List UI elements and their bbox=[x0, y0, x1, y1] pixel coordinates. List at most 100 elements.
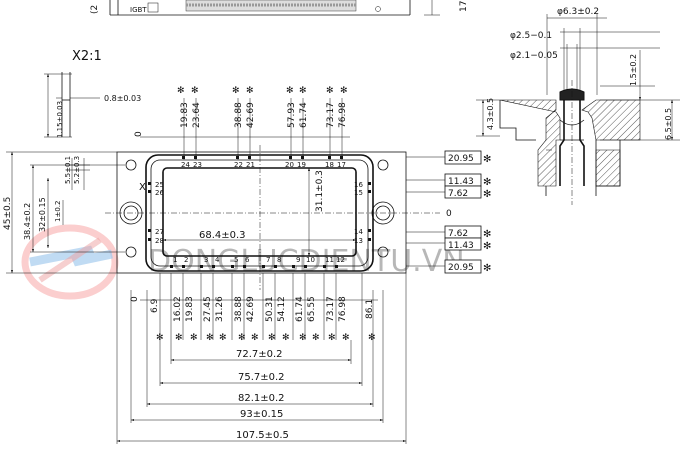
pin-5: 5 bbox=[234, 256, 238, 264]
pin-15: 15 bbox=[354, 189, 363, 197]
top-partial-view: (2 IGBT 17 bbox=[90, 0, 469, 16]
pin-2: 2 bbox=[184, 256, 188, 264]
right-dim-box-5 bbox=[444, 237, 482, 251]
svg-text:✻: ✻ bbox=[326, 86, 334, 96]
pin-28: 28 bbox=[155, 237, 164, 245]
module-outline bbox=[105, 145, 440, 290]
right-dim-box-6 bbox=[444, 259, 482, 274]
pin-17: 17 bbox=[337, 161, 346, 169]
housing-section-right bbox=[581, 99, 641, 141]
bottom-dim-27-45: 27.45 bbox=[203, 296, 213, 322]
pin-h-total: 6.5±0.5 bbox=[664, 108, 673, 140]
top-dim-38-88: 38.88 bbox=[234, 102, 244, 128]
bottom-dim-54-12: 54.12 bbox=[277, 296, 287, 322]
svg-text:✻: ✻ bbox=[483, 177, 491, 188]
pin-26: 26 bbox=[155, 189, 164, 197]
ul-mark-icon bbox=[147, 2, 159, 13]
left-dims: 45±0.5 38.4±0.2 32±0.15 1±0.2 5.5±0.1 5.… bbox=[3, 151, 125, 274]
pin-x-mark: X bbox=[139, 182, 146, 193]
top-dim-61-74: 61.74 bbox=[299, 102, 309, 128]
bottom-dim-42-69: 42.69 bbox=[246, 296, 256, 322]
top-dim-pair-1: 19.83 23.64 ✻ ✻ bbox=[177, 86, 202, 128]
right-dim-20-95-bottom: 20.95 bbox=[448, 263, 474, 273]
top-pin-row: 24 23 22 21 20 19 18 17 bbox=[181, 156, 346, 169]
cover-window bbox=[162, 167, 357, 257]
pin-22: 22 bbox=[234, 161, 243, 169]
pin-11: 11 bbox=[325, 256, 334, 264]
marking-text-band bbox=[185, 0, 357, 12]
right-dim-box-1 bbox=[444, 150, 482, 165]
svg-text:✻: ✻ bbox=[340, 86, 348, 96]
bottom-dim-19-83: 19.83 bbox=[185, 296, 195, 322]
top-dim-19-83: 19.83 bbox=[180, 102, 190, 128]
center-height: 31.1±0.3 bbox=[315, 170, 325, 212]
svg-text:✻: ✻ bbox=[312, 333, 320, 343]
svg-text:✻: ✻ bbox=[328, 333, 336, 343]
left-d2: 32±0.15 bbox=[38, 197, 47, 232]
right-dim-zero: 0 bbox=[446, 209, 452, 219]
pin-27: 27 bbox=[155, 228, 164, 236]
svg-text:✻: ✻ bbox=[483, 263, 491, 274]
svg-text:✻: ✻ bbox=[483, 241, 491, 252]
zero-top: 0 bbox=[134, 131, 144, 137]
svg-text:✻: ✻ bbox=[238, 333, 246, 343]
pin-8: 8 bbox=[277, 256, 281, 264]
svg-text:✻: ✻ bbox=[246, 86, 254, 96]
top-dimension-group: 19.83 23.64 ✻ ✻ 38.88 42.69 ✻ ✻ 57.93 61… bbox=[134, 86, 350, 160]
svg-text:✻: ✻ bbox=[251, 333, 259, 343]
housing-section-base bbox=[595, 149, 621, 187]
pin-14: 14 bbox=[354, 228, 363, 236]
left-d1: 38.4±0.2 bbox=[23, 203, 32, 240]
right-pin-column: 16 15 14 13 bbox=[354, 181, 371, 245]
housing-section-left bbox=[499, 99, 561, 187]
right-dim-7-62-bottom: 7.62 bbox=[448, 229, 468, 239]
svg-text:✻: ✻ bbox=[268, 333, 276, 343]
pin-23: 23 bbox=[193, 161, 202, 169]
top-dim-23-64: 23.64 bbox=[192, 102, 202, 128]
partial-dim-left: (2 bbox=[90, 5, 100, 14]
bottom-asterisks: ✻ ✻ ✻ ✻ ✻ ✻ ✻ ✻ ✻ ✻ ✻ ✻ ✻ ✻ bbox=[156, 333, 376, 343]
pin-25: 25 bbox=[155, 181, 164, 189]
pin-16: 16 bbox=[354, 181, 363, 189]
bottom-dim-76-98: 76.98 bbox=[338, 296, 348, 322]
right-dims: 20.95 ✻ 11.43 ✻ 7.62 ✻ 0 7.62 ✻ 11.43 ✻ … bbox=[406, 150, 491, 274]
top-dim-pair-3: 57.93 61.74 ✻ ✻ bbox=[286, 86, 309, 128]
pin-h-small: 1.5±0.2 bbox=[629, 54, 638, 86]
right-dim-11-43-top: 11.43 bbox=[448, 177, 474, 187]
svg-text:✻: ✻ bbox=[483, 189, 491, 200]
bottom-dim-50-31: 50.31 bbox=[265, 296, 275, 322]
bottom-dim-61-74: 61.74 bbox=[295, 296, 305, 322]
corner-hole-br bbox=[377, 246, 389, 258]
pin-10: 10 bbox=[306, 256, 315, 264]
svg-text:✻: ✻ bbox=[232, 86, 240, 96]
pin-12: 12 bbox=[336, 256, 345, 264]
part-text: IGBT bbox=[130, 6, 147, 14]
svg-text:✻: ✻ bbox=[177, 86, 185, 96]
top-dim-76-98: 76.98 bbox=[338, 102, 348, 128]
svg-text:✻: ✻ bbox=[299, 333, 307, 343]
pin-20: 20 bbox=[285, 161, 294, 169]
svg-text:✻: ✻ bbox=[190, 333, 198, 343]
top-dim-pair-2: 38.88 42.69 ✻ ✻ bbox=[232, 86, 256, 128]
bottom-dim-16-02: 16.02 bbox=[173, 296, 183, 322]
detail-label: X2:1 bbox=[72, 49, 102, 64]
base-plate bbox=[116, 151, 407, 274]
left-pin-column: 25 26 27 28 X bbox=[139, 181, 164, 245]
pin-24: 24 bbox=[181, 161, 190, 169]
center-dims: 31.1±0.3 68.4±0.3 bbox=[163, 168, 356, 256]
pin1-mark-icon bbox=[375, 6, 381, 12]
pin-cross-section: φ6.3±0.2 φ2.5−0.1 φ2.1−0.05 1.5±0.2 6.5±… bbox=[476, 7, 680, 205]
left-d3: 1±0.2 bbox=[54, 201, 62, 222]
pin-18: 18 bbox=[325, 161, 334, 169]
svg-text:✻: ✻ bbox=[175, 333, 183, 343]
right-dim-box-3 bbox=[444, 185, 482, 199]
pin-d-inner: φ2.1−0.05 bbox=[510, 51, 558, 61]
svg-text:✻: ✻ bbox=[191, 86, 199, 96]
side-dim-left: 6.9 bbox=[150, 298, 160, 313]
right-dim-7-62-top: 7.62 bbox=[448, 189, 468, 199]
svg-text:✻: ✻ bbox=[368, 333, 376, 343]
corner-hole-tl bbox=[125, 159, 137, 171]
pin-21: 21 bbox=[246, 161, 255, 169]
bottom-dim-31-26: 31.26 bbox=[215, 296, 225, 322]
